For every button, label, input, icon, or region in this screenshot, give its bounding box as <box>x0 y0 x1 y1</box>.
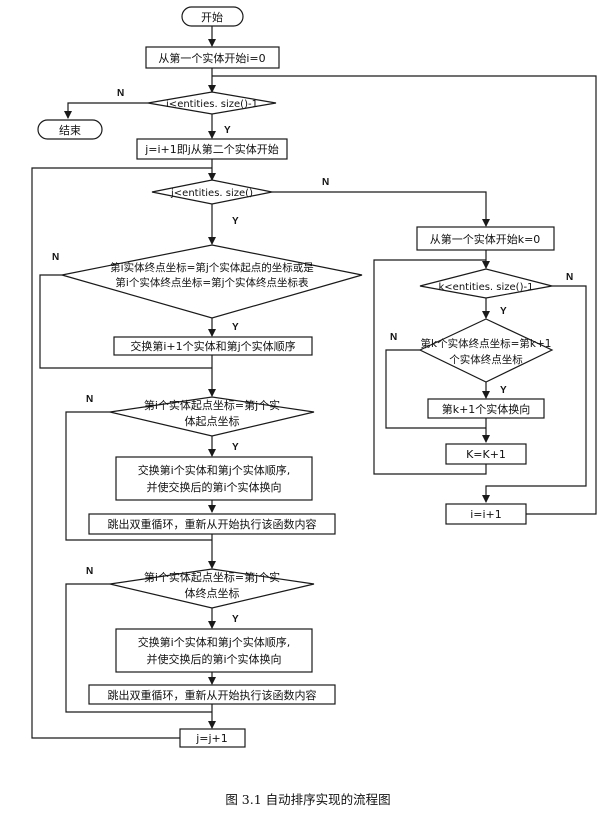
cond-j-label: j<entities. size() <box>170 188 253 199</box>
yes-label: Y <box>232 322 239 333</box>
cond-b-line2: 体起点坐标 <box>185 414 240 428</box>
inc-j-label: j=j+1 <box>195 732 228 745</box>
no-label: N <box>86 566 93 577</box>
cond-b-line1: 第i个实体起点坐标=第j个实 <box>144 398 280 412</box>
reverse-k-label: 第k+1个实体换向 <box>442 402 531 416</box>
cond-d-diamond: 第k个实体终点坐标=第k+1 个实体终点坐标 <box>418 318 554 383</box>
no-label: N <box>117 88 124 99</box>
cond-c-diamond: 第i个实体起点坐标=第j个实 体终点坐标 <box>109 568 315 609</box>
cond-k-label: k<entities. size()-1 <box>439 282 534 293</box>
end-node: 结束 <box>37 119 103 140</box>
cond-d-line2: 个实体终点坐标 <box>449 353 523 366</box>
figure-caption: 图 3.1 自动排序实现的流程图 <box>225 792 390 807</box>
cond-d-line1: 第k个实体终点坐标=第k+1 <box>421 337 552 350</box>
swap-c-box: 交换第i个实体和第j个实体顺序, 并使交换后的第i个实体换向 <box>115 628 313 673</box>
yes-label: Y <box>232 216 239 227</box>
end-label: 结束 <box>59 124 81 137</box>
swap-b-line2: 并使交换后的第i个实体换向 <box>146 480 281 494</box>
yes-label: Y <box>232 614 239 625</box>
cond-c-line1: 第i个实体起点坐标=第j个实 <box>144 570 280 584</box>
cond-i-diamond: i<entities. size()-1 <box>147 91 277 115</box>
cond-a-line1: 第i实体终点坐标=第j个实体起点的坐标或是 <box>110 261 314 274</box>
no-label: N <box>86 394 93 405</box>
init-i-label: 从第一个实体开始i=0 <box>158 51 265 65</box>
cond-a-line2: 第i个实体终点坐标=第j个实体终点坐标表 <box>115 276 309 289</box>
yes-label: Y <box>232 442 239 453</box>
break-b-label: 跳出双重循环，重新从开始执行该函数内容 <box>108 517 317 531</box>
no-label: N <box>322 177 329 188</box>
start-label: 开始 <box>201 10 223 24</box>
cond-j-diamond: j<entities. size() <box>151 179 273 205</box>
swap-b-box: 交换第i个实体和第j个实体顺序, 并使交换后的第i个实体换向 <box>115 456 313 501</box>
no-label: N <box>390 332 397 343</box>
start-node: 开始 <box>181 6 244 27</box>
init-i-box: 从第一个实体开始i=0 <box>145 46 280 69</box>
reverse-k-box: 第k+1个实体换向 <box>427 398 545 419</box>
connectors <box>31 26 490 739</box>
break-c-label: 跳出双重循环，重新从开始执行该函数内容 <box>108 688 317 702</box>
inc-k-label: K=K+1 <box>466 448 506 461</box>
init-k-label: 从第一个实体开始k=0 <box>430 232 541 246</box>
break-c-box: 跳出双重循环，重新从开始执行该函数内容 <box>88 684 336 705</box>
no-label: N <box>566 272 573 283</box>
yes-label: Y <box>500 306 507 317</box>
no-label: N <box>52 252 59 263</box>
cond-c-line2: 体终点坐标 <box>185 586 240 600</box>
inc-j-box: j=j+1 <box>179 728 246 748</box>
cond-k-diamond: k<entities. size()-1 <box>419 268 553 299</box>
break-b-box: 跳出双重循环，重新从开始执行该函数内容 <box>88 513 336 535</box>
swap-a-label: 交换第i+1个实体和第j个实体顺序 <box>130 339 295 353</box>
swap-a-box: 交换第i+1个实体和第j个实体顺序 <box>113 336 313 356</box>
swap-c-line2: 并使交换后的第i个实体换向 <box>146 652 281 666</box>
yes-label: Y <box>224 125 231 136</box>
cond-i-label: i<entities. size()-1 <box>166 99 258 110</box>
yes-label: Y <box>500 385 507 396</box>
cond-a-diamond: 第i实体终点坐标=第j个实体起点的坐标或是 第i个实体终点坐标=第j个实体终点坐… <box>61 244 363 319</box>
init-j-box: j=i+1即j从第二个实体开始 <box>136 138 288 160</box>
inc-i-label: i=i+1 <box>470 508 502 521</box>
inc-i-box: i=i+1 <box>445 503 527 525</box>
init-j-label: j=i+1即j从第二个实体开始 <box>144 142 279 156</box>
connectors-k-loop <box>212 75 597 515</box>
swap-b-line1: 交换第i个实体和第j个实体顺序, <box>138 463 291 477</box>
swap-c-line1: 交换第i个实体和第j个实体顺序, <box>138 635 291 649</box>
cond-b-diamond: 第i个实体起点坐标=第j个实 体起点坐标 <box>109 396 315 437</box>
inc-k-box: K=K+1 <box>445 443 527 465</box>
init-k-box: 从第一个实体开始k=0 <box>416 226 555 251</box>
branch-labels: N Y N Y N Y N Y N Y N Y N Y <box>52 88 573 625</box>
